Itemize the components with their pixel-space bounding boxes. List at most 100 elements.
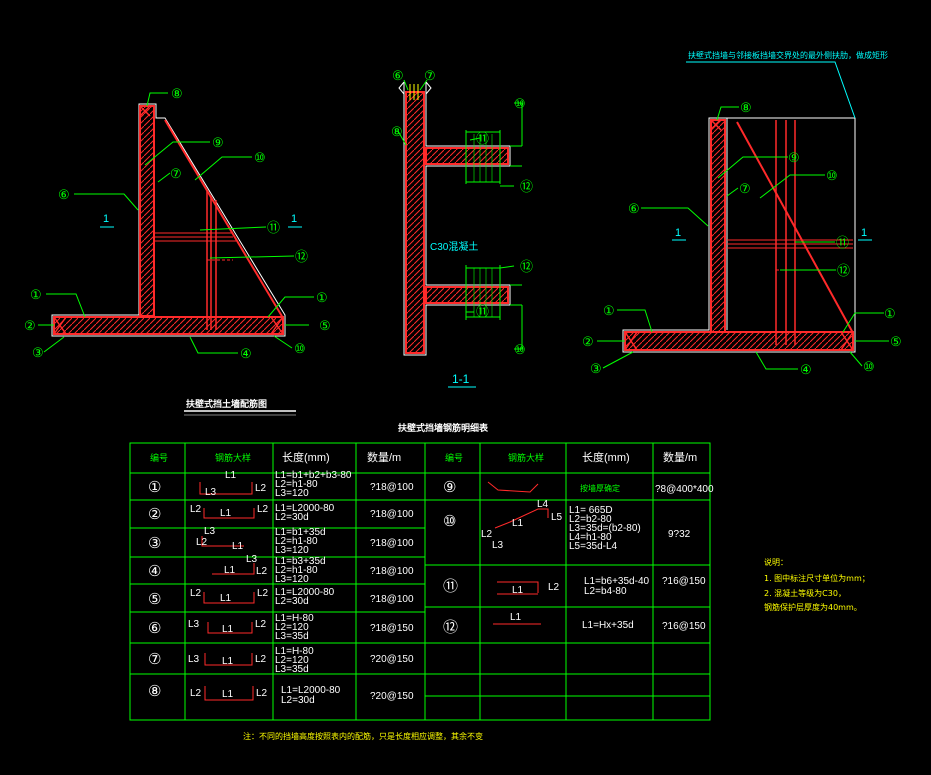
row-12-len-0: L1=Hx+35d xyxy=(582,620,634,631)
section-mark-left-b: 1 xyxy=(291,213,297,225)
header-length-right: 长度(mm) xyxy=(582,450,630,464)
row-11-qty: ?16@150 xyxy=(662,576,706,587)
row-10-no: ⑩ xyxy=(443,513,456,530)
row-2-shape-l2a: L2 xyxy=(190,504,202,515)
left-diagonal-bar xyxy=(164,119,284,319)
right-wall-drawing: 1 1 扶壁式挡墙与邻接板挡墙交界处的最外侧扶肋，做成矩形 ⑧ ⑨ ⑦ ⑩ ⑥ xyxy=(582,50,902,377)
row-5-shape-l2b: L2 xyxy=(257,588,269,599)
section-top-rib-rebar xyxy=(425,147,509,165)
notes-line-2: 2. 混凝土等级为C30， xyxy=(764,588,846,598)
row-9-no: ⑨ xyxy=(443,479,456,496)
row-10-len-4: L5=35d-L4 xyxy=(569,541,618,552)
row-7-shape-l2: L2 xyxy=(255,654,267,665)
section-mark-right-b: 1 xyxy=(861,227,867,239)
row-4-qty: ?18@100 xyxy=(370,566,414,577)
row-4-no: ④ xyxy=(148,563,161,580)
callout-12-left: ⑫ xyxy=(295,249,308,264)
callout-1-right-a: ① xyxy=(603,303,615,318)
row-5-shape-l2a: L2 xyxy=(190,588,202,599)
row-10-len-1: L2=b2-80 xyxy=(569,514,612,525)
row-3-shape-l2: L2 xyxy=(196,537,208,548)
callout-11-right: ⑪ xyxy=(836,235,849,250)
row-7-len-1: L2=120 xyxy=(275,655,309,666)
left-horizontal-bars xyxy=(155,232,236,242)
row-7-shape-l1: L1 xyxy=(222,656,234,667)
row-10-len-2: L3=35d=(b2-80) xyxy=(569,523,641,534)
row-8-qty: ?20@150 xyxy=(370,691,414,702)
row-8-shape-l2b: L2 xyxy=(256,688,268,699)
callout-2-left: ② xyxy=(24,318,36,333)
rebar-table-grid xyxy=(129,442,711,721)
row-5-len-1: L2=30d xyxy=(275,596,309,607)
callout-1-left-a: ① xyxy=(30,287,42,302)
callout-10-right-top: ⑩ xyxy=(826,168,838,183)
row-6-shape-l3: L3 xyxy=(188,619,200,630)
header-shape-left: 钢筋大样 xyxy=(215,452,251,463)
notes-title: 说明： xyxy=(764,557,788,567)
row-8-shape-l2a: L2 xyxy=(190,688,202,699)
row-10-shape-l5: L5 xyxy=(551,512,563,523)
callout-2-right: ② xyxy=(582,334,594,349)
row-5-no: ⑤ xyxy=(148,591,161,608)
row-1-qty: ?18@100 xyxy=(370,482,414,493)
notes-line-1: 1. 图中标注尺寸单位为mm； xyxy=(764,573,870,583)
section-outline xyxy=(403,82,511,356)
row-2-shape-l2b: L2 xyxy=(257,504,269,515)
callout-6-section: ⑥ xyxy=(392,68,404,83)
row-11-len-1: L2=b4-80 xyxy=(584,586,627,597)
row-4-len-0: L1=b3+35d xyxy=(275,556,326,567)
callout-8-left: ⑧ xyxy=(171,86,183,101)
row-7-shape-l3: L3 xyxy=(188,654,200,665)
row-2-shape-l1: L1 xyxy=(220,508,232,519)
section-mark-right-a: 1 xyxy=(675,227,681,239)
row-1-len-2: L3=120 xyxy=(275,488,309,499)
row-1-len-1: L2=h1-80 xyxy=(275,479,318,490)
row-11-len-0: L1=b6+35d-40 xyxy=(584,576,650,587)
row-3-no: ③ xyxy=(148,535,161,552)
header-qty-left: 数量/m xyxy=(367,451,401,464)
row-6-shape-l1: L1 xyxy=(222,624,234,635)
section-stem-rebar xyxy=(405,91,425,354)
row-4-len-1: L2=h1-80 xyxy=(275,565,318,576)
row-3-len-0: L1=b1+35d xyxy=(275,527,326,538)
row-4-shape-l1: L1 xyxy=(224,565,236,576)
left-drawing-title: 扶壁式挡土墙配筋图 xyxy=(186,398,267,409)
callout-1-left-b: ① xyxy=(316,290,328,305)
callout-12-right: ⑫ xyxy=(837,263,850,278)
callout-7-left: ⑦ xyxy=(170,166,182,181)
left-base-rebar xyxy=(53,316,284,335)
left-wall-outline xyxy=(51,103,286,337)
row-2-len-1: L2=30d xyxy=(275,512,309,523)
concrete-label: C30混凝土 xyxy=(430,240,478,253)
notes-line-3: 钢筋保护层厚度为40mm。 xyxy=(764,602,862,612)
left-stem-rebar xyxy=(139,105,155,317)
row-2-qty: ?18@100 xyxy=(370,509,414,520)
row-1-shape-l1: L1 xyxy=(225,470,237,481)
callout-8-right: ⑧ xyxy=(740,100,752,115)
row-1-len-0: L1=b1+b2+b3-80 xyxy=(275,470,352,481)
right-stem-rebar xyxy=(710,119,726,333)
row-8-len-1: L2=30d xyxy=(281,695,315,706)
row-5-shape-l1: L1 xyxy=(220,593,232,604)
row-12-qty: ?16@150 xyxy=(662,621,706,632)
row-6-len-2: L3=35d xyxy=(275,631,309,642)
callout-5-left: ⑤ xyxy=(319,318,331,333)
row-8-shape-l1: L1 xyxy=(222,689,234,700)
row-12-no: ⑫ xyxy=(443,619,458,636)
callout-11-section-top: ⑪ xyxy=(476,131,489,146)
left-wall-drawing: 1 1 ⑧ ⑨ ⑦ ⑩ ⑥ ⑪ ⑫ ① ① xyxy=(24,86,331,416)
row-6-shape-l2: L2 xyxy=(255,619,267,630)
callout-4-left: ④ xyxy=(240,346,252,361)
callout-12-section-bottom: ⑫ xyxy=(520,259,533,274)
row-10-shape-l4: L4 xyxy=(537,499,549,510)
row-3-len-1: L2=h1-80 xyxy=(275,536,318,547)
row-12-shape-l1: L1 xyxy=(510,612,522,623)
callout-9-left: ⑨ xyxy=(212,135,224,150)
header-qty-right: 数量/m xyxy=(663,451,697,464)
callout-3-right: ③ xyxy=(590,361,602,376)
row-11-shape-l2: L2 xyxy=(548,582,560,593)
section-title: 1-1 xyxy=(452,372,470,386)
row-6-len-0: L1=H-80 xyxy=(275,613,314,624)
row-7-len-2: L3=35d xyxy=(275,664,309,675)
